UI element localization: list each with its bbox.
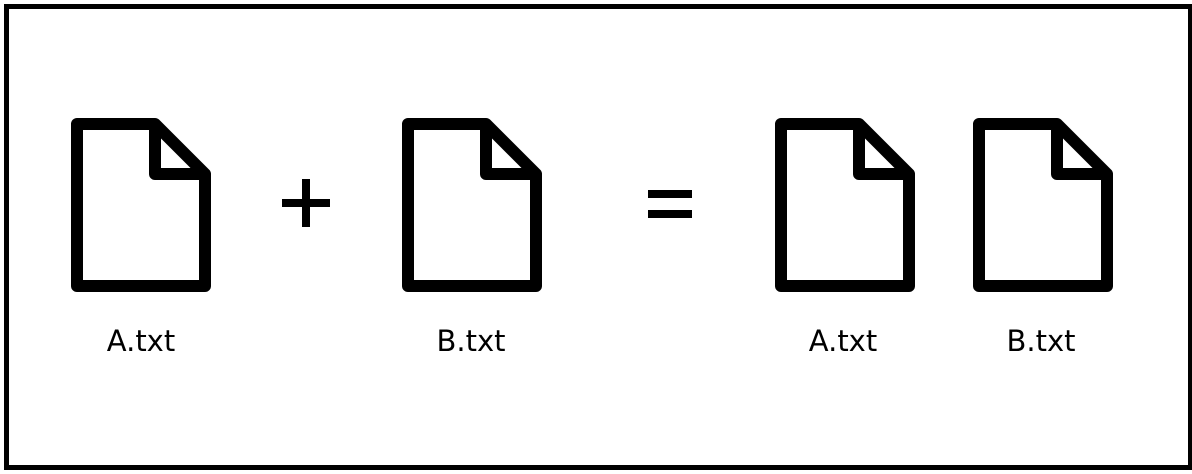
plus-icon: [282, 179, 330, 227]
file-a-icon: [69, 116, 213, 294]
file-b-icon: [400, 116, 544, 294]
result-file-b-icon: [971, 116, 1115, 294]
diagram-frame: [4, 4, 1192, 470]
result-file-b-label: B.txt: [1006, 324, 1076, 358]
result-file-a-label: A.txt: [808, 324, 878, 358]
file-a-label: A.txt: [106, 324, 176, 358]
file-b-label: B.txt: [436, 324, 506, 358]
result-file-a-icon: [773, 116, 917, 294]
equals-icon: [648, 190, 692, 218]
